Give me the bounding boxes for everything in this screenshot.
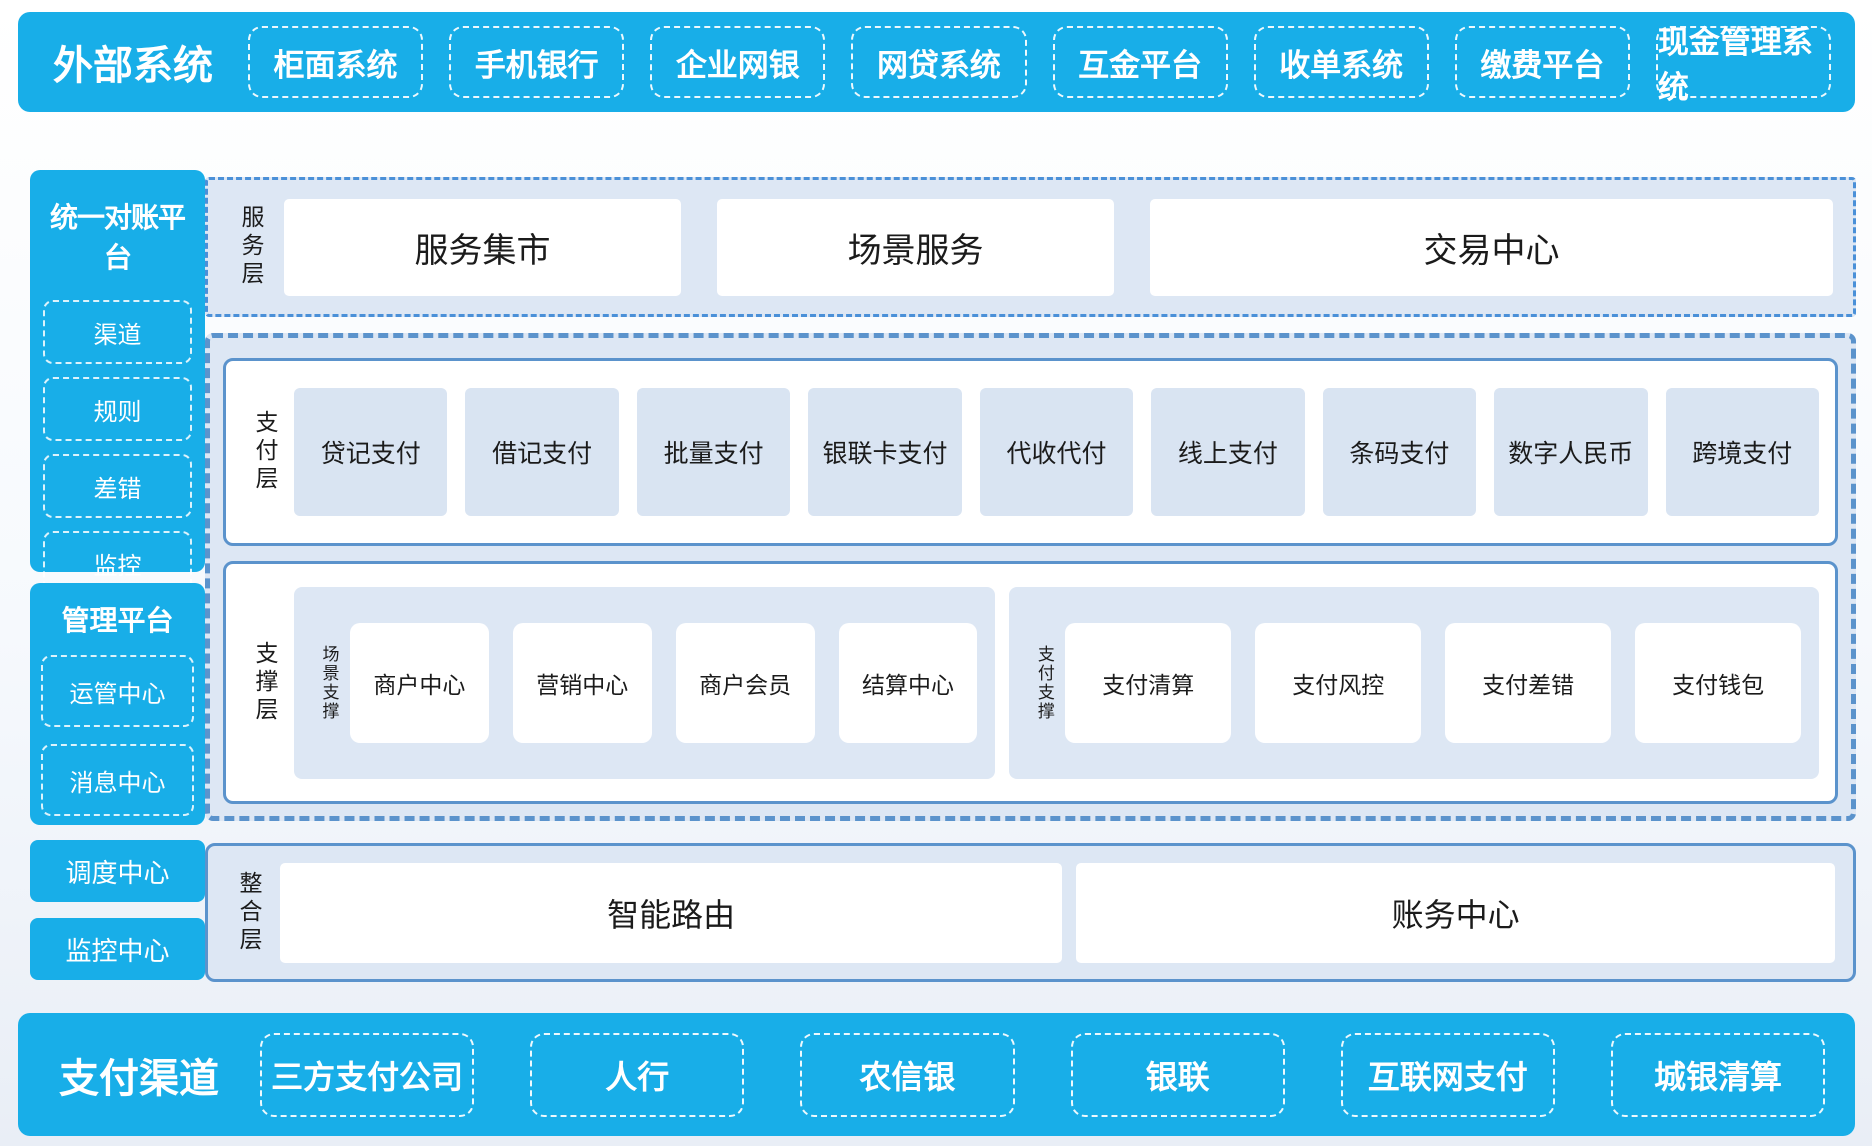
payment-tile: 贷记支付: [294, 388, 448, 516]
external-system-box: 网贷系统: [851, 26, 1027, 98]
payment-support-tile: 支付钱包: [1635, 622, 1802, 743]
scene-support-tile: 商户会员: [675, 622, 815, 743]
payment-support-tile: 支付差错: [1445, 622, 1612, 743]
external-system-box: 缴费平台: [1454, 26, 1630, 98]
payment-layer-box: 支付层 贷记支付 借记支付 批量支付 银联卡支付 代收代付 线上支付 条码支付 …: [223, 358, 1838, 546]
payment-channel-box: 互联网支付: [1340, 1032, 1555, 1117]
payment-channels-title: 支付渠道: [59, 1056, 219, 1101]
external-system-box: 柜面系统: [248, 26, 424, 98]
payment-support-container: 支付层 贷记支付 借记支付 批量支付 银联卡支付 代收代付 线上支付 条码支付 …: [205, 333, 1856, 821]
service-layer-box: 服务集市: [284, 198, 682, 296]
integration-box: 账务中心: [1076, 862, 1835, 963]
payment-tile: 批量支付: [636, 388, 791, 516]
payment-channels-list: 三方支付公司 人行 农信银 银联 互联网支付 城银清算: [260, 1032, 1855, 1117]
integration-layer-label: 整合层: [236, 870, 262, 955]
reconciliation-item: 差错: [43, 454, 192, 518]
external-system-box: 互金平台: [1052, 26, 1228, 98]
management-title: 管理平台: [61, 605, 174, 636]
service-layer-box: 场景服务: [717, 198, 1115, 296]
external-system-box: 收单系统: [1253, 26, 1429, 98]
external-system-box: 企业网银: [650, 26, 826, 98]
service-layer-label: 服务层: [238, 205, 264, 289]
payment-channel-box: 三方支付公司: [260, 1032, 475, 1117]
payment-layer-label: 支付层: [252, 410, 278, 494]
reconciliation-platform-panel: 统一对账平台 渠道 规则 差错 监控: [30, 170, 205, 595]
reconciliation-item: 规则: [43, 377, 192, 441]
monitor-center-box: 监控中心: [30, 918, 205, 980]
external-systems-list: 柜面系统 手机银行 企业网银 网贷系统 互金平台 收单系统 缴费平台 现金管理系…: [248, 25, 1855, 105]
external-system-box: 现金管理系统: [1655, 25, 1831, 105]
external-system-box: 手机银行: [449, 26, 625, 98]
service-layer-panel: 服务层 服务集市 场景服务 交易中心: [205, 177, 1856, 317]
scene-support-tiles: 商户中心 营销中心 商户会员 结算中心: [350, 622, 978, 743]
payment-tile: 银联卡支付: [808, 388, 962, 516]
external-systems-band: 外部系统 柜面系统 手机银行 企业网银 网贷系统 互金平台 收单系统 缴费平台 …: [18, 12, 1855, 112]
dispatch-center-box: 调度中心: [30, 840, 205, 902]
external-systems-title: 外部系统: [53, 44, 213, 88]
payment-channel-box: 城银清算: [1610, 1032, 1826, 1117]
scene-support-group: 场景支撑 商户中心 营销中心 商户会员 结算中心: [294, 586, 996, 779]
payment-support-label: 支付支撑: [1034, 644, 1054, 721]
payment-tile: 代收代付: [979, 388, 1134, 516]
service-layer-box: 交易中心: [1150, 198, 1833, 296]
payment-tile: 跨境支付: [1665, 388, 1819, 516]
scene-support-tile: 商户中心: [350, 622, 489, 743]
reconciliation-item: 渠道: [43, 300, 192, 364]
service-layer-boxes: 服务集市 场景服务 交易中心: [284, 198, 1833, 296]
payment-tile: 借记支付: [465, 388, 619, 516]
payment-support-tile: 支付风控: [1255, 622, 1422, 743]
payment-tile: 数字人民币: [1494, 388, 1648, 516]
support-layer-box: 支撑层 场景支撑 商户中心 营销中心 商户会员 结算中心 支付支撑 支付清算 支…: [223, 561, 1838, 804]
integration-layer-panel: 整合层 智能路由 账务中心: [205, 843, 1856, 982]
reconciliation-title: 统一对账平台: [49, 202, 186, 273]
payment-tile: 线上支付: [1151, 388, 1305, 516]
management-item: 消息中心: [41, 744, 194, 816]
management-platform-panel: 管理平台 运管中心 消息中心: [30, 583, 205, 825]
scene-support-tile: 营销中心: [512, 622, 652, 743]
payment-support-tiles: 支付清算 支付风控 支付差错 支付钱包: [1065, 622, 1802, 743]
support-layer-label: 支撑层: [252, 640, 278, 725]
payment-support-group: 支付支撑 支付清算 支付风控 支付差错 支付钱包: [1009, 586, 1819, 779]
payment-support-tile: 支付清算: [1065, 622, 1232, 743]
payment-layer-tiles: 贷记支付 借记支付 批量支付 银联卡支付 代收代付 线上支付 条码支付 数字人民…: [294, 388, 1819, 516]
integration-layer-boxes: 智能路由 账务中心: [280, 862, 1835, 963]
payment-channel-box: 人行: [530, 1032, 745, 1117]
scene-support-label: 场景支撑: [319, 644, 339, 721]
payment-channel-box: 银联: [1070, 1032, 1285, 1117]
management-item: 运管中心: [41, 655, 194, 727]
payment-channels-band: 支付渠道 三方支付公司 人行 农信银 银联 互联网支付 城银清算: [18, 1013, 1855, 1136]
scene-support-tile: 结算中心: [838, 622, 978, 743]
payment-tile: 条码支付: [1322, 388, 1477, 516]
payment-channel-box: 农信银: [800, 1032, 1015, 1117]
support-layer-groups: 场景支撑 商户中心 营销中心 商户会员 结算中心 支付支撑 支付清算 支付风控 …: [294, 586, 1819, 779]
integration-box: 智能路由: [280, 862, 1063, 963]
